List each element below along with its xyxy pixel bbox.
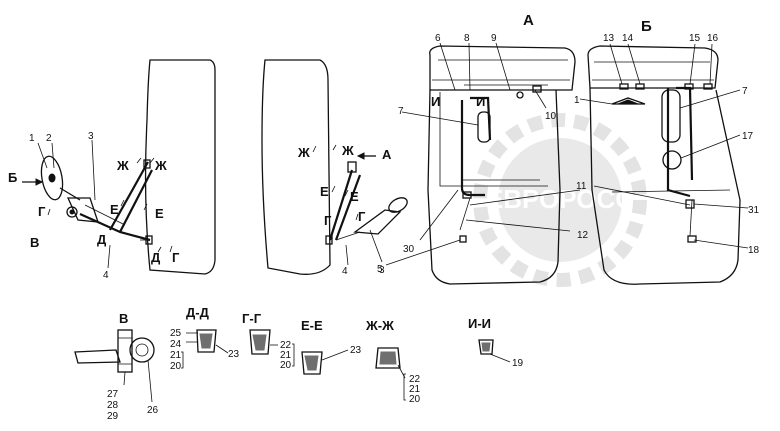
- section-title-ii: И-И: [468, 316, 491, 331]
- section-title-v: В: [119, 311, 128, 326]
- right-mirror-assembly: [261, 59, 408, 275]
- callout-24: 24: [170, 339, 182, 350]
- callout-20b: 20: [280, 360, 292, 371]
- cut-mark-zh-left-a: Ж: [116, 158, 129, 173]
- cut-mark-e-mid-b: Е: [350, 189, 359, 204]
- section-title-ee: Е-Е: [301, 318, 323, 333]
- cut-mark-e-mid-a: Е: [320, 184, 329, 199]
- cut-mark-i-b: И: [476, 94, 485, 109]
- cut-mark-zh-left-b: Ж: [154, 158, 167, 173]
- callout-16: 16: [707, 33, 719, 44]
- callout-3b: 3: [379, 265, 385, 276]
- callout-7b: 7: [742, 86, 748, 97]
- cut-mark-zh-mid-a: Ж: [297, 145, 310, 160]
- section-title-zhzh: Ж-Ж: [365, 318, 394, 333]
- callout-15: 15: [689, 33, 701, 44]
- callout-4b: 4: [342, 266, 348, 277]
- callout-11: 11: [576, 181, 587, 192]
- cut-mark-v-left: В: [30, 235, 39, 250]
- cut-mark-g-mid-a: Г: [324, 213, 332, 228]
- cab-view-b: [579, 43, 749, 285]
- cut-mark-e-left-b: Е: [155, 206, 164, 221]
- callout-23a: 23: [228, 349, 240, 360]
- section-dd-detail: [186, 329, 229, 354]
- callout-25: 25: [170, 328, 182, 339]
- callout-17: 17: [742, 131, 754, 142]
- callout-1b: 1: [574, 95, 580, 106]
- callout-8: 8: [464, 33, 470, 44]
- callout-30: 30: [403, 244, 415, 255]
- section-v-detail: [74, 329, 155, 403]
- cut-mark-g-left-a: Г: [38, 204, 46, 219]
- callout-18: 18: [748, 245, 760, 256]
- view-title-a: А: [523, 12, 534, 29]
- cut-mark-i-a: И: [431, 94, 440, 109]
- callout-3a: 3: [88, 131, 94, 142]
- section-zhzh-detail: [375, 347, 406, 379]
- callout-21c: 21: [409, 384, 421, 395]
- callout-31: 31: [748, 205, 760, 216]
- callout-7a: 7: [398, 106, 404, 117]
- callout-29: 29: [107, 411, 119, 422]
- view-arrow-a-label: А: [382, 147, 392, 162]
- section-gg-detail: [249, 329, 278, 355]
- callout-20a: 20: [170, 361, 182, 372]
- callout-22b: 22: [409, 374, 421, 385]
- section-title-dd: Д-Д: [186, 305, 210, 320]
- callout-27: 27: [107, 389, 119, 400]
- callout-22a: 22: [280, 340, 292, 351]
- cut-mark-e-left-a: Е: [110, 202, 119, 217]
- cut-mark-d-left-a: Д: [97, 232, 107, 247]
- callout-28: 28: [107, 400, 119, 411]
- cut-mark-d-left-b: Д: [151, 250, 161, 265]
- view-title-b: Б: [641, 18, 652, 35]
- cut-mark-g-left-b: Г: [172, 250, 180, 265]
- callout-2: 2: [46, 133, 52, 144]
- view-arrow-b-label: Б: [8, 170, 17, 185]
- cut-mark-g-mid-b: Г: [358, 209, 366, 224]
- cut-mark-zh-mid-b: Ж: [341, 143, 354, 158]
- callout-19: 19: [512, 358, 524, 369]
- callout-1a: 1: [29, 133, 35, 144]
- callout-20c: 20: [409, 394, 421, 405]
- callout-6: 6: [435, 33, 441, 44]
- callout-21a: 21: [170, 350, 182, 361]
- callout-23b: 23: [350, 345, 362, 356]
- callout-12: 12: [577, 230, 589, 241]
- section-ee-detail: [301, 349, 349, 375]
- section-title-gg: Г-Г: [242, 311, 262, 326]
- callout-9: 9: [491, 33, 497, 44]
- callout-10: 10: [545, 111, 557, 122]
- cab-view-a: [385, 42, 581, 285]
- callout-14: 14: [622, 33, 634, 44]
- callout-21b: 21: [280, 350, 292, 361]
- section-ii-detail: [478, 339, 511, 363]
- callout-13: 13: [603, 33, 615, 44]
- callout-26: 26: [147, 405, 159, 416]
- callout-4a: 4: [103, 270, 109, 281]
- callout-5-label: 5: [377, 264, 383, 275]
- left-mirror-assembly: [22, 59, 216, 275]
